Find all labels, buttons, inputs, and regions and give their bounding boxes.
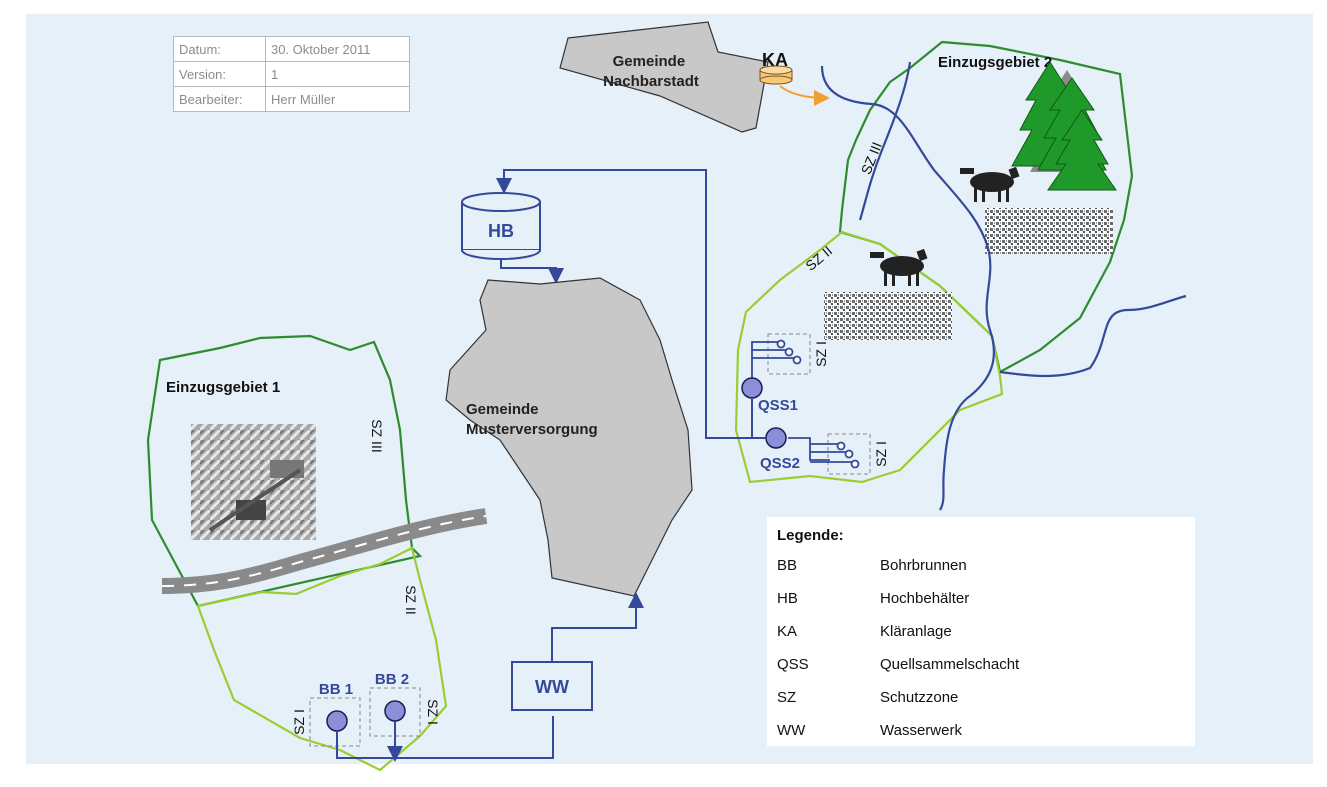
- sz1-box-bb1: [309, 697, 361, 747]
- pipe-qss-to-hb: [504, 169, 766, 439]
- qss1-label: QSS1: [758, 397, 798, 414]
- metadata-value: 1: [265, 61, 410, 87]
- legend-desc: Bohrbrunnen: [880, 557, 967, 574]
- legend-abbr: WW: [777, 722, 806, 739]
- town-musterversorgung-shape: [445, 277, 693, 597]
- sz1-label-bb1: SZ I: [291, 709, 307, 735]
- metadata-value: 30. Oktober 2011: [265, 36, 410, 62]
- legend: Legende: BB Bohrbrunnen HB Hochbehälter …: [767, 517, 1195, 746]
- sz1-label-qss2: SZ I: [873, 441, 889, 467]
- legend-title: Legende:: [777, 527, 844, 544]
- road-center-line: [161, 515, 487, 587]
- legend-abbr: SZ: [777, 689, 797, 706]
- ka-label: KA: [762, 50, 788, 70]
- ww-box: [511, 661, 593, 711]
- catchment-2-label: Einzugsgebiet 2: [938, 54, 1052, 71]
- town-nachbarstadt-label: Gemeinde Nachbarstadt: [603, 53, 699, 90]
- sz1-label-bb2: SZ I: [425, 699, 441, 725]
- catchment-1-boundary: [146, 334, 423, 608]
- metadata-key: Bearbeiter:: [173, 86, 266, 112]
- pipe-hb-to-town: [500, 258, 564, 284]
- hb-label: HB: [488, 221, 514, 241]
- legend-desc: Quellsammelschacht: [880, 656, 1020, 673]
- legend-desc: Schutzzone: [880, 689, 959, 706]
- qss2-shaft: [765, 427, 787, 449]
- bb1-well: [326, 710, 348, 732]
- sz1-box-qss2: [827, 433, 871, 475]
- metadata-row: Version: 1: [173, 61, 410, 87]
- bb1-label: BB 1: [319, 681, 353, 698]
- sz2-label-west: SZ II: [403, 585, 419, 615]
- ka-tank-icon: [759, 65, 793, 85]
- legend-abbr: KA: [777, 623, 798, 640]
- legend-abbr: QSS: [777, 656, 809, 673]
- bb2-label: BB 2: [375, 671, 409, 688]
- legend-desc: Hochbehälter: [880, 590, 970, 607]
- metadata-key: Datum:: [173, 36, 266, 62]
- river-tributary-east: [999, 294, 1187, 378]
- metadata-table: Datum: 30. Oktober 2011 Version: 1 Bearb…: [173, 36, 410, 112]
- river: [820, 65, 995, 511]
- ww-label: WW: [535, 677, 569, 697]
- aerial-photo: [191, 424, 316, 540]
- qss2-label: QSS2: [760, 455, 800, 472]
- metadata-row: Bearbeiter: Herr Müller: [173, 86, 410, 112]
- zone-sz2-west: [196, 546, 448, 772]
- river-tributary-north: [858, 61, 912, 221]
- sz1-label-qss1: SZ I: [813, 341, 829, 367]
- hb-tank: [461, 192, 541, 260]
- ka-discharge-arrow: [779, 85, 830, 106]
- field-texture-south: [824, 292, 952, 340]
- legend-abbr: HB: [777, 590, 798, 607]
- legend-desc: Kläranlage: [880, 623, 952, 640]
- forest-icon: [1011, 61, 1117, 191]
- field-texture-north: [985, 208, 1113, 254]
- spring-pipes-qss1: [751, 339, 802, 380]
- legend-abbr: BB: [777, 557, 798, 574]
- bb2-well: [384, 700, 406, 722]
- qss1-shaft: [741, 377, 763, 399]
- metadata-value: Herr Müller: [265, 86, 410, 112]
- town-nachbarstadt-shape: [559, 21, 769, 133]
- sz1-box-qss1: [767, 333, 811, 375]
- town-musterversorgung-label: Gemeinde Musterversorgung: [466, 401, 598, 438]
- cow-icon-north: [960, 166, 1020, 202]
- legend-desc: Wasserwerk: [880, 722, 962, 739]
- metadata-key: Version:: [173, 61, 266, 87]
- catchment-1-label: Einzugsgebiet 1: [166, 379, 280, 396]
- metadata-row: Datum: 30. Oktober 2011: [173, 36, 410, 62]
- pipe-wells-to-ww: [336, 716, 554, 758]
- pipe-ww-to-town: [551, 592, 644, 662]
- cow-icon-south: [870, 248, 928, 286]
- sz3-label-west: SZ III: [369, 419, 385, 452]
- spring-pipes-qss2: [788, 437, 860, 469]
- zone-sz2-east: [734, 230, 1004, 484]
